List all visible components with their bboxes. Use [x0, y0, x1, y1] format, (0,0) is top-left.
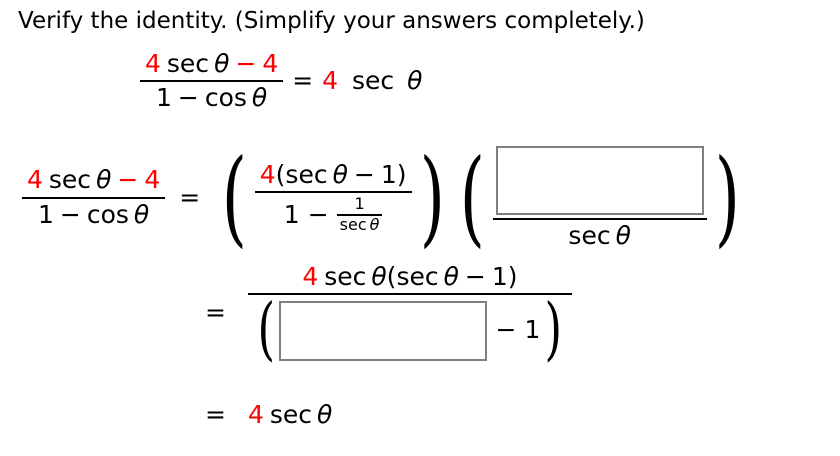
theta-symbol: θ — [407, 66, 423, 96]
one-literal: 1 — [491, 262, 508, 291]
identity-lhs-denominator: 1 − cos θ — [151, 83, 272, 113]
fraction-bar — [254, 191, 412, 194]
sec-label: sec — [48, 165, 92, 195]
step1-factor2-fraction: sec θ — [492, 146, 707, 250]
sec-label: sec — [568, 221, 611, 250]
paren-open: ( — [386, 262, 397, 291]
minus-operator: − — [235, 49, 257, 78]
inner-numerator: 1 — [354, 194, 365, 214]
theta-symbol: θ — [332, 159, 348, 189]
minus-operator: − — [495, 315, 517, 345]
identity-rhs: 4 sec θ — [322, 68, 422, 94]
paren-close: ) — [507, 262, 518, 291]
identity-lhs-fraction: 4 sec θ − 4 1 − cos θ — [140, 49, 284, 113]
term-4: 4 — [262, 49, 279, 78]
step1-lhs-fraction: 4 sec θ − 4 1 − cos θ — [22, 165, 166, 229]
theta-symbol: θ — [317, 400, 333, 429]
minus-operator: − — [464, 262, 486, 291]
sec-label: sec — [166, 49, 210, 78]
sec-label: sec — [324, 262, 367, 291]
minus-operator: − — [59, 199, 81, 229]
step1-lhs-numerator: 4 sec θ − 4 — [22, 165, 165, 195]
equals-sign: = — [205, 298, 226, 328]
one-literal: 1 — [37, 199, 54, 229]
minus-operator: − — [177, 83, 199, 113]
equals-sign: = — [179, 182, 201, 212]
equals-sign: = — [205, 400, 226, 429]
minus-operator: − — [117, 165, 139, 195]
coefficient-4: 4 — [302, 262, 319, 291]
step2-denominator: ( − 1 ) — [248, 290, 572, 370]
paren-close-factor2: ) — [714, 136, 740, 259]
step1-factor1-denominator: 1 − 1 sec θ — [279, 194, 388, 234]
paren-open-denominator: ( — [257, 290, 275, 370]
step1-factor1-numerator: 4 ( sec θ − 1 ) — [255, 159, 412, 189]
paren-open: ( — [275, 159, 286, 189]
step1-factor2-numerator — [493, 146, 707, 215]
final-result: = 4 sec θ — [205, 400, 333, 429]
coefficient-4: 4 — [27, 165, 43, 195]
step1-factor2-denominator: sec θ — [565, 221, 633, 250]
sec-label: sec — [285, 159, 328, 189]
sec-label: sec — [352, 66, 395, 96]
theta-symbol: θ — [133, 199, 150, 229]
one-literal: 1 — [524, 315, 541, 345]
theta-symbol: θ — [251, 83, 268, 113]
step1-factor1-fraction: 4 ( sec θ − 1 ) 1 − 1 sec θ — [254, 159, 412, 234]
fraction-bar — [247, 293, 572, 296]
theta-symbol: θ — [369, 214, 380, 234]
paren-close: ) — [396, 159, 407, 189]
step1-lhs-denominator: 1 − cos θ — [33, 199, 154, 229]
sec-label: sec — [269, 400, 313, 429]
paren-open-factor1: ( — [221, 136, 248, 259]
work-step-1: 4 sec θ − 4 1 − cos θ = ( 4 ( sec θ − 1 … — [22, 136, 747, 259]
one-literal: 1 — [155, 83, 172, 113]
cos-label: cos — [86, 199, 129, 229]
page-title: Verify the identity. (Simplify your answ… — [18, 8, 645, 34]
theta-symbol: θ — [214, 49, 230, 78]
paren-open-factor2: ( — [459, 136, 485, 259]
coefficient-4: 4 — [322, 66, 339, 96]
fraction-bar — [492, 218, 707, 220]
one-literal: 1 — [283, 199, 300, 229]
paren-close-denominator: ) — [544, 290, 563, 370]
answer-input-2[interactable] — [279, 300, 488, 361]
equals-sign: = — [292, 66, 314, 96]
minus-operator: − — [353, 159, 375, 189]
step2-fraction: 4 sec θ ( sec θ − 1 ) ( − 1 ) — [247, 262, 572, 370]
theta-symbol: θ — [443, 262, 459, 291]
theta-symbol: θ — [615, 221, 631, 250]
theta-symbol: θ — [96, 165, 112, 195]
inner-denominator: sec θ — [337, 214, 383, 234]
cos-label: cos — [204, 83, 247, 113]
one-literal: 1 — [380, 159, 397, 189]
minus-operator: − — [307, 199, 329, 229]
fraction-bar — [336, 213, 383, 216]
coefficient-4: 4 — [247, 400, 264, 429]
step2-numerator: 4 sec θ ( sec θ − 1 ) — [297, 262, 522, 291]
identity-statement: 4 sec θ − 4 1 − cos θ = 4 sec θ — [140, 49, 422, 113]
reciprocal-sec-fraction: 1 sec θ — [336, 194, 383, 234]
answer-input-1[interactable] — [495, 146, 704, 215]
sec-label: sec — [396, 262, 439, 291]
sec-label: sec — [339, 214, 367, 234]
coefficient-4: 4 — [145, 49, 161, 78]
coefficient-4: 4 — [259, 159, 276, 189]
paren-close-factor1: ) — [419, 136, 445, 259]
fraction-bar — [22, 196, 166, 199]
work-step-2: = 4 sec θ ( sec θ − 1 ) ( − 1 ) — [205, 262, 572, 370]
fraction-bar — [140, 80, 284, 83]
theta-symbol: θ — [371, 262, 387, 291]
identity-lhs-numerator: 4 sec θ − 4 — [140, 49, 283, 78]
term-4: 4 — [144, 165, 161, 195]
